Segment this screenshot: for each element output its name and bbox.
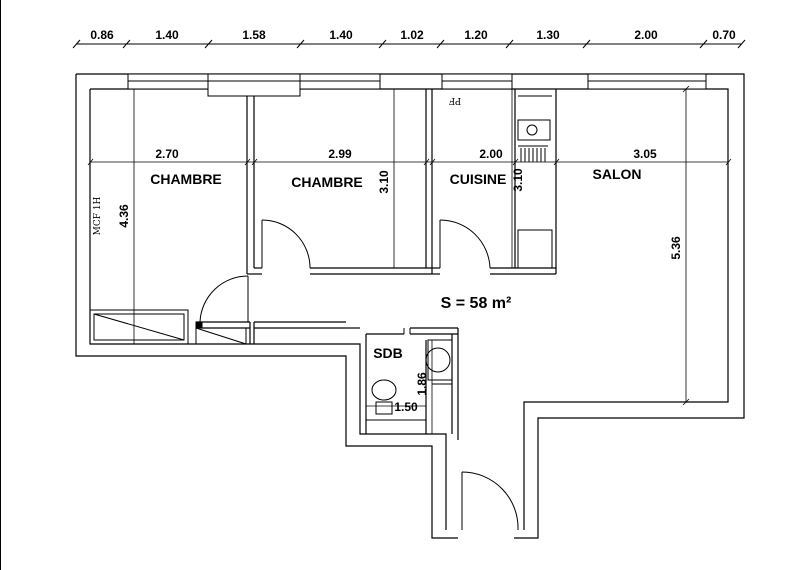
top-dimension-9: 0.70 bbox=[712, 28, 736, 42]
internal-dimension-lines bbox=[87, 85, 732, 434]
top-dimension-4: 1.40 bbox=[329, 28, 353, 42]
room-label-bedroom-1: CHAMBRE bbox=[150, 171, 222, 187]
exterior-walls bbox=[75, 73, 745, 539]
top-dimension-6: 1.20 bbox=[464, 28, 488, 42]
living-room-width: 3.05 bbox=[633, 147, 657, 161]
bathroom-counter bbox=[365, 419, 427, 435]
bedroom-2-door bbox=[261, 219, 311, 269]
window-2 bbox=[207, 73, 301, 97]
top-dimension-8: 2.00 bbox=[634, 28, 658, 42]
dimension-ticks bbox=[72, 39, 746, 49]
toilet bbox=[371, 379, 397, 401]
kitchen-door bbox=[439, 219, 491, 269]
bathroom-door bbox=[403, 328, 411, 334]
room-label-living-room: SALON bbox=[593, 166, 642, 182]
bedroom-2-width: 2.99 bbox=[328, 147, 352, 161]
top-dimension-7: 1.30 bbox=[536, 28, 560, 42]
kitchen-width: 2.00 bbox=[479, 147, 503, 161]
room-label-kitchen: CUISINE bbox=[450, 171, 507, 187]
bathroom-height: 1.86 bbox=[415, 372, 429, 396]
entrance-door bbox=[461, 471, 519, 531]
doors bbox=[195, 219, 519, 531]
interior-walls bbox=[196, 89, 557, 440]
kitchen-sink bbox=[517, 119, 551, 141]
room-label-bedroom-2: CHAMBRE bbox=[291, 174, 363, 190]
bedroom-1-width: 2.70 bbox=[155, 147, 179, 161]
bedroom-1-height: 4.36 bbox=[117, 204, 131, 228]
bedroom-2-height: 3.10 bbox=[377, 170, 391, 194]
room-label-bathroom: SDB bbox=[373, 345, 403, 361]
shower-drain bbox=[425, 347, 451, 373]
top-dimension-3: 1.58 bbox=[242, 28, 266, 42]
bathroom-width: 1.50 bbox=[394, 400, 418, 414]
bathroom-fixtures bbox=[365, 339, 453, 435]
top-dimension-2: 1.40 bbox=[155, 28, 179, 42]
fridge bbox=[517, 229, 553, 269]
cupboard-label: MCF 1H bbox=[93, 196, 103, 235]
kitchen-fixtures bbox=[517, 95, 553, 269]
living-room-height: 5.36 bbox=[669, 236, 683, 260]
top-dimension-chain bbox=[72, 39, 746, 49]
total-area: S = 58 m² bbox=[441, 295, 512, 312]
top-dimension-1: 0.86 bbox=[90, 28, 114, 42]
bedroom-1-door bbox=[195, 275, 249, 329]
kitchen-height: 3.10 bbox=[511, 168, 525, 192]
kitchen-tag: PF bbox=[449, 95, 461, 105]
bedroom-closet bbox=[89, 309, 247, 345]
top-dimension-5: 1.02 bbox=[400, 28, 424, 42]
windows bbox=[127, 73, 707, 97]
